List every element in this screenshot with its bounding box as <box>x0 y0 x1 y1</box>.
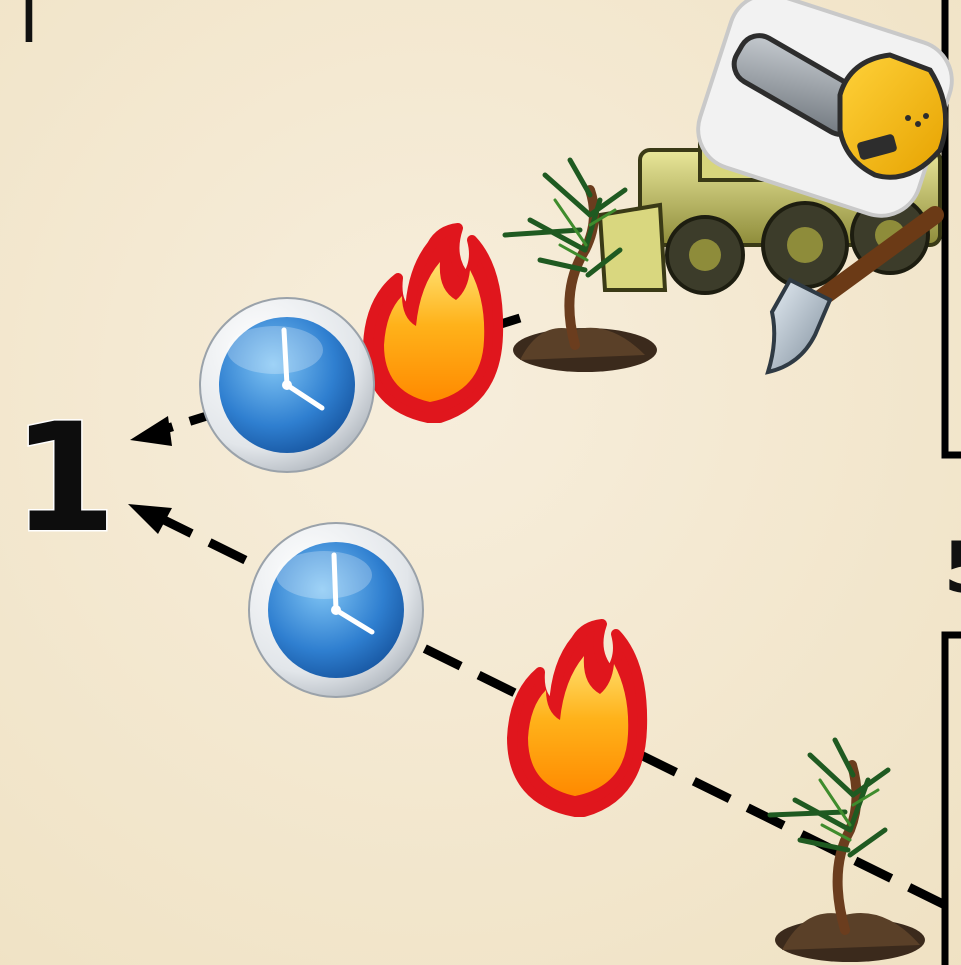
clock-icon-lower <box>248 522 424 698</box>
chainsaw-icon <box>696 0 954 218</box>
upper-right-frame <box>941 0 961 459</box>
tree-seedling-icon-upper <box>502 157 657 372</box>
clock-icon-upper <box>199 297 375 473</box>
fire-icon-upper <box>363 223 504 423</box>
fire-icon-lower <box>507 619 648 817</box>
stage-number-label: 1 <box>12 392 116 566</box>
partial-stage-number-label: 5 <box>944 527 961 609</box>
right-panel-frames <box>941 0 961 965</box>
lower-arrowhead <box>128 504 172 534</box>
upper-arrowhead <box>130 416 172 446</box>
lower-right-frame <box>941 631 961 965</box>
tree-seedling-icon-lower <box>767 737 925 962</box>
top-left-glyph: | <box>18 0 40 43</box>
axe-icon <box>765 206 944 375</box>
